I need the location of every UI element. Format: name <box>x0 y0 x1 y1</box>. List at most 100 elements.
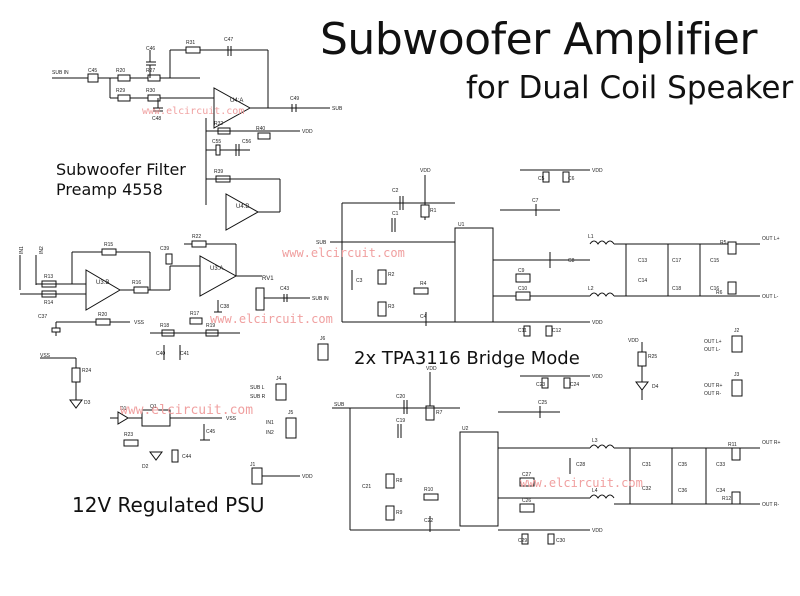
svg-text:L3: L3 <box>592 438 598 444</box>
svg-text:C34: C34 <box>716 488 725 494</box>
svg-text:R30: R30 <box>146 88 155 94</box>
svg-text:C16: C16 <box>710 286 719 292</box>
svg-text:OUT R+: OUT R+ <box>704 383 722 389</box>
watermark-5: www.elcircuit.com <box>520 476 643 490</box>
svg-text:C1: C1 <box>392 211 399 217</box>
amp-u1-section: VDD R1 U1 C2 C1 SUB C3 R2 R3 R4 C4 <box>316 168 780 400</box>
bridge-section-label: 2x TPA3116 Bridge Mode <box>354 348 580 369</box>
svg-text:VSS: VSS <box>40 353 51 359</box>
svg-text:VDD: VDD <box>628 338 639 344</box>
svg-text:U3:B: U3:B <box>96 280 109 286</box>
svg-text:R7: R7 <box>436 410 443 416</box>
preamp-section: IN1 IN2 R13 R14 U3:B R15 R16 R20 <box>19 234 329 360</box>
svg-text:U1: U1 <box>458 222 465 228</box>
svg-text:C38: C38 <box>220 304 229 310</box>
svg-text:VDD: VDD <box>592 528 603 534</box>
svg-text:SUB: SUB <box>316 240 327 246</box>
svg-text:R39: R39 <box>214 169 223 175</box>
svg-text:D4: D4 <box>652 384 659 390</box>
psu-section: VSS R24 D3 D1 Q1 VSS R23 D2 C44 C45 <box>40 336 329 485</box>
svg-text:L2: L2 <box>588 286 594 292</box>
svg-text:C19: C19 <box>396 418 405 424</box>
svg-text:U3:A: U3:A <box>210 266 223 272</box>
svg-text:RV1: RV1 <box>262 276 274 282</box>
svg-text:VDD: VDD <box>302 129 313 135</box>
svg-text:C46: C46 <box>146 46 155 52</box>
svg-text:C6: C6 <box>568 176 575 182</box>
svg-text:C8: C8 <box>568 258 575 264</box>
svg-text:OUT R+: OUT R+ <box>762 440 780 446</box>
svg-text:C32: C32 <box>642 486 651 492</box>
filter-label-line2: Preamp 4558 <box>56 180 163 199</box>
svg-text:C14: C14 <box>638 278 647 284</box>
svg-text:Q1: Q1 <box>150 404 157 410</box>
svg-text:C20: C20 <box>396 394 405 400</box>
svg-text:C21: C21 <box>362 484 371 490</box>
page-title: Subwoofer Amplifier <box>320 14 757 65</box>
svg-text:VDD: VDD <box>302 474 313 480</box>
svg-text:SUB L: SUB L <box>250 385 265 391</box>
svg-text:R3: R3 <box>388 304 395 310</box>
svg-text:R32: R32 <box>214 121 223 127</box>
svg-text:VDD: VDD <box>420 168 431 174</box>
svg-text:C10: C10 <box>518 286 527 292</box>
svg-text:R9: R9 <box>396 510 403 516</box>
svg-text:SUB R: SUB R <box>250 394 266 400</box>
svg-text:J6: J6 <box>320 336 326 342</box>
svg-text:C49: C49 <box>290 96 299 102</box>
svg-text:C56: C56 <box>242 139 251 145</box>
svg-text:C22: C22 <box>424 518 433 524</box>
psu-section-label: 12V Regulated PSU <box>72 493 265 517</box>
svg-text:OUT R-: OUT R- <box>762 502 779 508</box>
svg-text:J1: J1 <box>250 462 256 468</box>
watermark-1: www.elcircuit.com <box>142 106 245 117</box>
svg-text:SUB IN: SUB IN <box>312 296 329 302</box>
svg-text:C24: C24 <box>570 382 579 388</box>
amp-u2-section: VDD R7 U2 SUB C20 C19 C21 R8 R9 R10 C22 <box>332 366 780 545</box>
watermark-4: www.elcircuit.com <box>120 403 254 418</box>
svg-text:C33: C33 <box>716 462 725 468</box>
svg-text:R17: R17 <box>190 311 199 317</box>
watermark-3: www.elcircuit.com <box>210 312 333 326</box>
svg-text:C48: C48 <box>152 116 161 122</box>
svg-text:R13: R13 <box>44 274 53 280</box>
svg-text:R40: R40 <box>256 126 265 132</box>
svg-text:J5: J5 <box>288 410 294 416</box>
svg-text:D1: D1 <box>120 406 127 412</box>
svg-text:C7: C7 <box>532 198 539 204</box>
svg-text:C29: C29 <box>518 538 527 544</box>
svg-text:OUT L-: OUT L- <box>762 294 779 300</box>
svg-text:C25: C25 <box>538 400 547 406</box>
svg-text:VSS: VSS <box>226 416 237 422</box>
svg-text:R27: R27 <box>146 68 155 74</box>
svg-text:R23: R23 <box>124 432 133 438</box>
svg-text:C12: C12 <box>552 328 561 334</box>
page-subtitle: for Dual Coil Speaker <box>466 70 794 106</box>
svg-text:C40: C40 <box>156 351 165 357</box>
svg-text:J2: J2 <box>734 328 740 334</box>
svg-text:C30: C30 <box>556 538 565 544</box>
svg-text:R1: R1 <box>430 208 437 214</box>
svg-text:C17: C17 <box>672 258 681 264</box>
svg-text:C28: C28 <box>576 462 585 468</box>
svg-text:J4: J4 <box>276 376 282 382</box>
svg-text:VDD: VDD <box>592 168 603 174</box>
svg-text:C13: C13 <box>638 258 647 264</box>
svg-text:C2: C2 <box>392 188 399 194</box>
svg-text:R6: R6 <box>716 290 723 296</box>
svg-text:C26: C26 <box>522 498 531 504</box>
svg-text:R31: R31 <box>186 40 195 46</box>
filter-section: SUB IN C45 R20 R27 R29 R30 C46 C48 <box>52 37 343 231</box>
svg-text:R12: R12 <box>722 496 731 502</box>
svg-text:U4:A: U4:A <box>230 98 243 104</box>
svg-text:OUT L+: OUT L+ <box>762 236 780 242</box>
svg-text:R4: R4 <box>420 281 427 287</box>
svg-text:C36: C36 <box>678 488 687 494</box>
c45-label: C45 <box>88 68 97 74</box>
svg-text:C35: C35 <box>678 462 687 468</box>
svg-text:C27: C27 <box>522 472 531 478</box>
svg-text:C37: C37 <box>38 314 47 320</box>
svg-text:VDD: VDD <box>592 374 603 380</box>
svg-text:IN2: IN2 <box>39 246 45 254</box>
